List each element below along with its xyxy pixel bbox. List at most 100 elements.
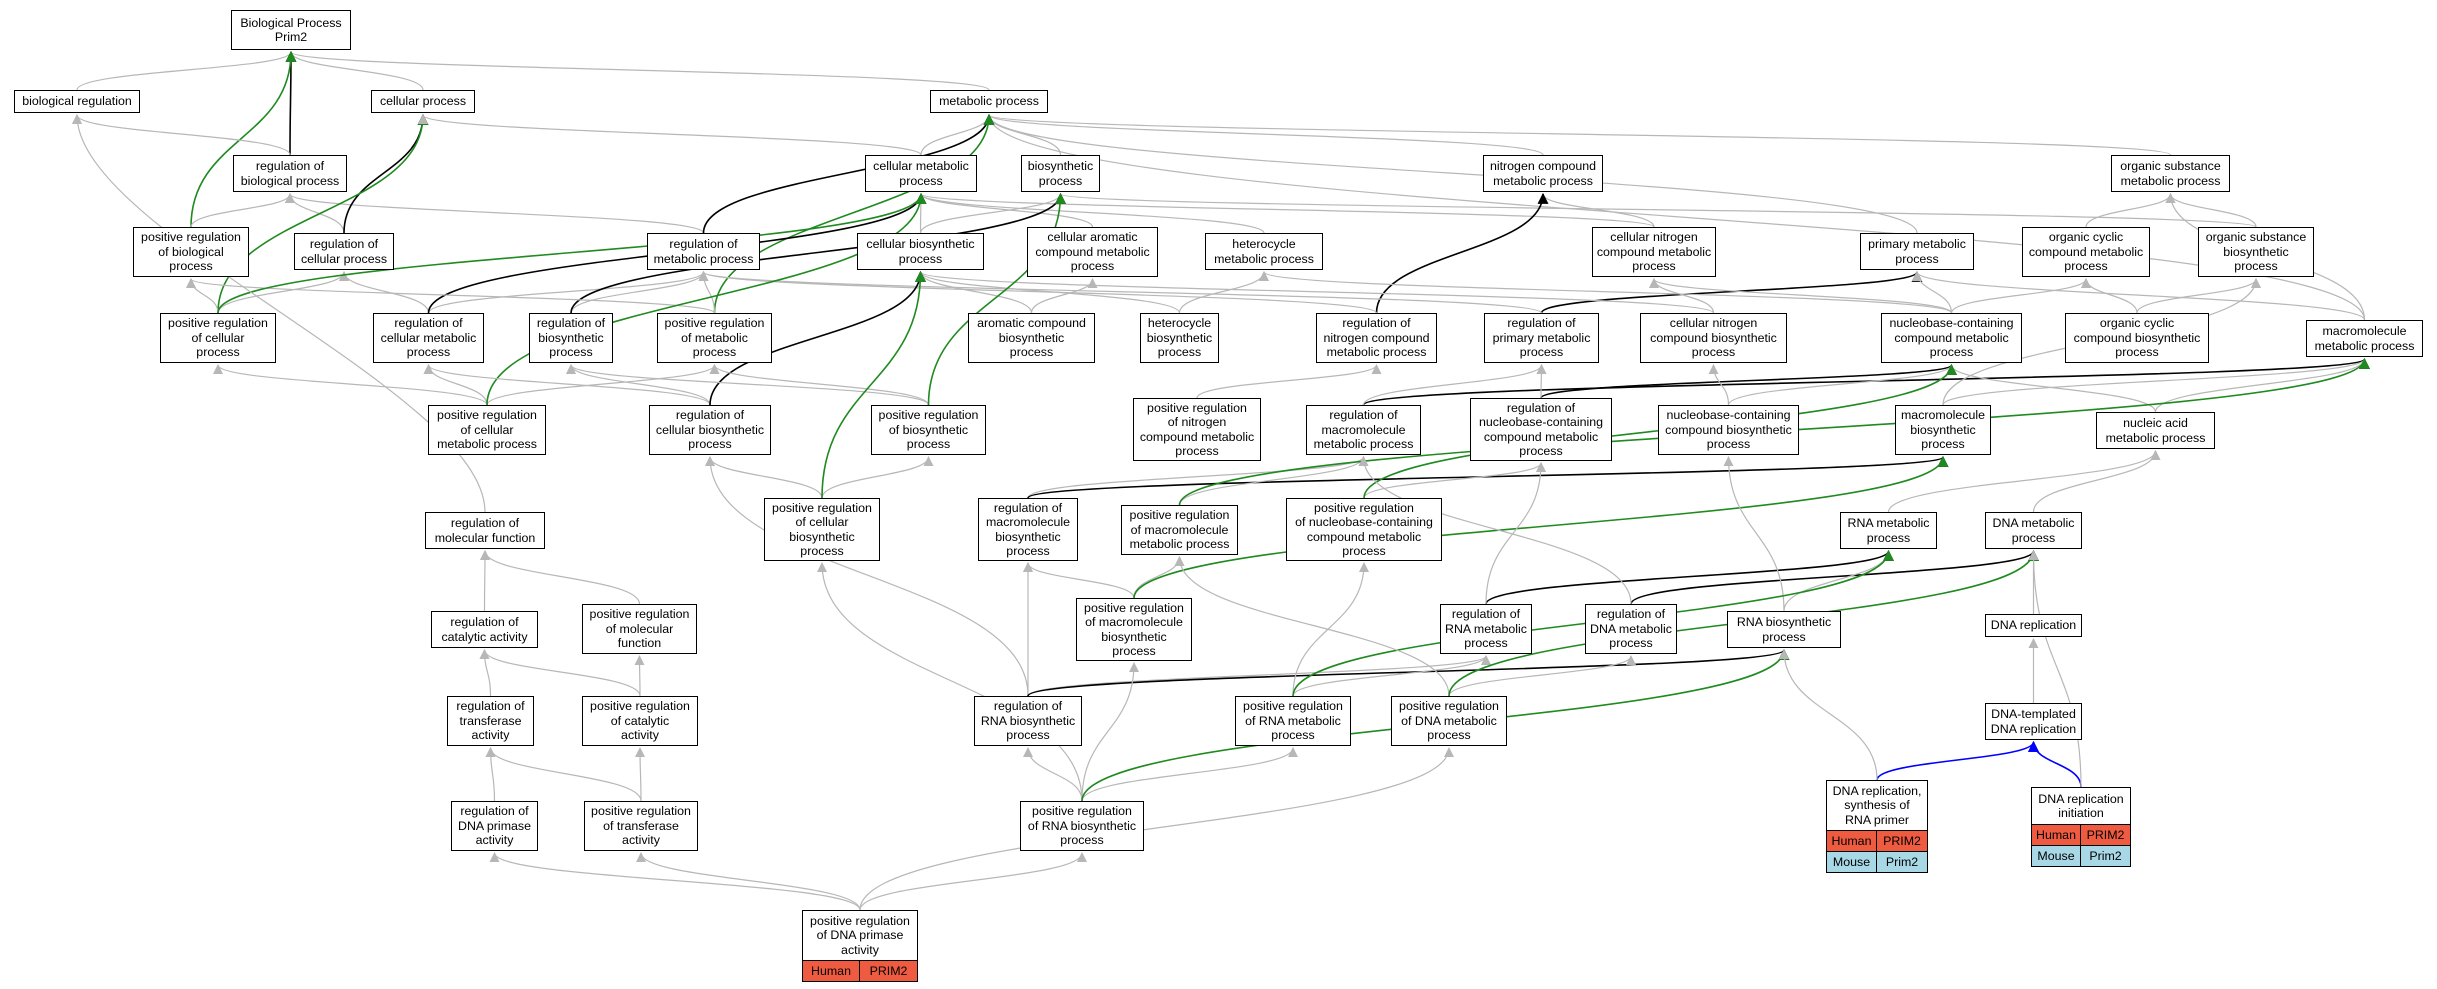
node-positive-regulation-of-biosynthetic-process[interactable]: positive regulation of biosynthetic proc… — [871, 405, 986, 455]
node-regulation-of-nitrogen-compound-metabolic-process[interactable]: regulation of nitrogen compound metaboli… — [1316, 313, 1437, 363]
node-regulation-of-catalytic-activity[interactable]: regulation of catalytic activity — [431, 611, 538, 648]
node-positive-regulation-of-biological-process[interactable]: positive regulation of biological proces… — [133, 227, 249, 277]
edge-regulation-of-primary-metabolic-process-to-regulation-of-metabolic-process — [698, 271, 1543, 314]
node-nitrogen-compound-metabolic-process[interactable]: nitrogen compound metabolic process — [1483, 155, 1603, 192]
node-dna-replication-synthesis-of-rna-primer[interactable]: DNA replication, synthesis of RNA primer — [1826, 780, 1928, 830]
node-cellular-nitrogen-compound-biosynthetic-process[interactable]: cellular nitrogen compound biosynthetic … — [1640, 313, 1787, 363]
node-positive-regulation-of-metabolic-process[interactable]: positive regulation of metabolic process — [657, 313, 772, 363]
node-cellular-aromatic-compound-metabolic-process[interactable]: cellular aromatic compound metabolic pro… — [1027, 227, 1158, 277]
node-regulation-of-dna-metabolic-process[interactable]: regulation of DNA metabolic process — [1585, 604, 1677, 654]
species-cell: Mouse — [1827, 852, 1877, 872]
node-regulation-of-metabolic-process[interactable]: regulation of metabolic process — [647, 233, 760, 270]
node-regulation-of-primary-metabolic-process[interactable]: regulation of primary metabolic process — [1484, 313, 1599, 363]
node-regulation-of-molecular-function[interactable]: regulation of molecular function — [425, 512, 545, 549]
edge-cellular-biosynthetic-process-to-biosynthetic-process — [919, 193, 1066, 234]
edge-cellular-metabolic-process-to-cellular-process — [418, 114, 922, 156]
node-regulation-of-nucleobase-containing-compound-metabolic-process[interactable]: regulation of nucleobase-containing comp… — [1470, 398, 1612, 461]
edge-rna-metabolic-process-to-nucleic-acid-metabolic-process — [1887, 450, 2161, 513]
edge-regulation-of-cellular-biosynthetic-process-to-regulation-of-biosynthetic-process — [566, 364, 711, 406]
node-positive-regulation-of-dna-primase-activity[interactable]: positive regulation of DNA primase activ… — [802, 910, 918, 960]
node-nucleobase-containing-compound-metabolic-process[interactable]: nucleobase-containing compound metabolic… — [1881, 313, 2022, 363]
node-regulation-of-biosynthetic-process[interactable]: regulation of biosynthetic process — [529, 313, 613, 363]
node-positive-regulation-of-molecular-function[interactable]: positive regulation of molecular functio… — [582, 604, 697, 654]
edge-heterocycle-metabolic-process-to-cellular-metabolic-process — [916, 193, 1265, 234]
node-cellular-biosynthetic-process[interactable]: cellular biosynthetic process — [857, 233, 984, 270]
edge-positive-regulation-of-biological-process-to-regulation-of-biological-process — [190, 193, 295, 228]
edge-regulation-of-macromolecule-biosynthetic-process-to-regulation-of-macromolecule-metabolic-process — [1027, 456, 1369, 499]
node-biological-regulation[interactable]: biological regulation — [14, 90, 140, 113]
node-organic-cyclic-compound-metabolic-process[interactable]: organic cyclic compound metabolic proces… — [2022, 227, 2150, 277]
edge-positive-regulation-of-cellular-metabolic-process-to-positive-regulation-of-cellular-process — [213, 364, 488, 406]
edge-positive-regulation-of-cellular-process-to-regulation-of-cellular-process — [217, 271, 349, 314]
node-positive-regulation-of-macromolecule-biosynthetic-process[interactable]: positive regulation of macromolecule bio… — [1076, 598, 1192, 661]
edge-primary-metabolic-process-to-metabolic-process — [984, 114, 1918, 234]
gene-cell: PRIM2 — [1877, 831, 1927, 852]
edge-regulation-of-biological-process-to-root — [285, 50, 297, 156]
edge-regulation-of-biological-process-to-biological-regulation — [72, 114, 291, 156]
node-cellular-metabolic-process[interactable]: cellular metabolic process — [865, 155, 977, 192]
node-positive-regulation-of-cellular-process[interactable]: positive regulation of cellular process — [160, 313, 276, 363]
node-cellular-process[interactable]: cellular process — [371, 90, 475, 113]
node-positive-regulation-of-nucleobase-containing-compound-metabolic-process[interactable]: positive regulation of nucleobase-contai… — [1286, 498, 1442, 561]
node-macromolecule-metabolic-process[interactable]: macromolecule metabolic process — [2306, 320, 2423, 357]
node-regulation-of-transferase-activity[interactable]: regulation of transferase activity — [447, 696, 534, 746]
edge-positive-regulation-of-cellular-process-to-cellular-metabolic-process — [217, 192, 927, 314]
node-heterocycle-biosynthetic-process[interactable]: heterocycle biosynthetic process — [1140, 313, 1219, 363]
node-dna-metabolic-process[interactable]: DNA metabolic process — [1985, 512, 2082, 549]
node-positive-regulation-of-catalytic-activity[interactable]: positive regulation of catalytic activit… — [582, 696, 698, 746]
node-regulation-of-rna-biosynthetic-process[interactable]: regulation of RNA biosynthetic process — [974, 696, 1082, 746]
node-primary-metabolic-process[interactable]: primary metabolic process — [1860, 233, 1974, 270]
node-positive-regulation-of-rna-metabolic-process[interactable]: positive regulation of RNA metabolic pro… — [1235, 696, 1351, 746]
edge-positive-regulation-of-cellular-biosynthetic-process-to-positive-regulation-of-biosynthetic-process — [821, 456, 934, 499]
node-positive-regulation-of-transferase-activity[interactable]: positive regulation of transferase activ… — [584, 801, 698, 851]
node-nucleic-acid-metabolic-process[interactable]: nucleic acid metabolic process — [2096, 412, 2215, 449]
node-macromolecule-biosynthetic-process[interactable]: macromolecule biosynthetic process — [1895, 405, 1991, 455]
node-metabolic-process[interactable]: metabolic process — [930, 90, 1048, 113]
node-regulation-of-macromolecule-metabolic-process[interactable]: regulation of macromolecule metabolic pr… — [1306, 405, 1421, 455]
node-organic-cyclic-compound-biosynthetic-process[interactable]: organic cyclic compound biosynthetic pro… — [2065, 313, 2209, 363]
node-regulation-of-cellular-biosynthetic-process[interactable]: regulation of cellular biosynthetic proc… — [649, 405, 771, 455]
edge-dna-metabolic-process-to-nucleic-acid-metabolic-process — [2032, 450, 2161, 513]
node-rna-metabolic-process[interactable]: RNA metabolic process — [1840, 512, 1937, 549]
node-regulation-of-rna-metabolic-process[interactable]: regulation of RNA metabolic process — [1440, 604, 1532, 654]
node-regulation-of-macromolecule-biosynthetic-process[interactable]: regulation of macromolecule biosynthetic… — [978, 498, 1078, 561]
node-regulation-of-cellular-process[interactable]: regulation of cellular process — [294, 233, 394, 270]
node-positive-regulation-of-macromolecule-metabolic-process[interactable]: positive regulation of macromolecule met… — [1121, 505, 1238, 555]
node-dna-templated-dna-replication[interactable]: DNA-templated DNA replication — [1985, 703, 2082, 740]
node-dna-replication-initiation[interactable]: DNA replication initiation — [2031, 787, 2131, 824]
node-organic-substance-biosynthetic-process[interactable]: organic substance biosynthetic process — [2198, 227, 2314, 277]
node-root[interactable]: Biological Process Prim2 — [231, 10, 351, 50]
edge-organic-cyclic-compound-biosynthetic-process-to-organic-cyclic-compound-metabolic-process — [2081, 278, 2138, 314]
node-nucleobase-containing-compound-biosynthetic-process[interactable]: nucleobase-containing compound biosynthe… — [1658, 405, 1799, 455]
node-positive-regulation-of-nitrogen-compound-metabolic-process[interactable]: positive regulation of nitrogen compound… — [1133, 398, 1261, 461]
edge-rna-biosynthetic-process-to-rna-metabolic-process — [1783, 550, 1894, 612]
node-heterocycle-metabolic-process[interactable]: heterocycle metabolic process — [1205, 233, 1323, 270]
node-positive-regulation-of-dna-metabolic-process[interactable]: positive regulation of DNA metabolic pro… — [1391, 696, 1507, 746]
node-regulation-of-biological-process[interactable]: regulation of biological process — [233, 155, 347, 192]
node-biosynthetic-process[interactable]: biosynthetic process — [1021, 155, 1100, 192]
node-regulation-of-cellular-metabolic-process[interactable]: regulation of cellular metabolic process — [373, 313, 484, 363]
edge-positive-regulation-of-rna-biosynthetic-process-to-positive-regulation-of-cellular-biosynthetic-process — [817, 562, 1083, 802]
node-cellular-nitrogen-compound-metabolic-process[interactable]: cellular nitrogen compound metabolic pro… — [1592, 227, 1716, 277]
node-aromatic-compound-biosynthetic-process[interactable]: aromatic compound biosynthetic process — [968, 313, 1095, 363]
node-regulation-of-dna-primase-activity[interactable]: regulation of DNA primase activity — [451, 801, 538, 851]
node-positive-regulation-of-rna-biosynthetic-process[interactable]: positive regulation of RNA biosynthetic … — [1020, 801, 1144, 851]
edge-positive-regulation-of-cellular-biosynthetic-process-to-cellular-biosynthetic-process — [821, 270, 926, 499]
node-rna-biosynthetic-process[interactable]: RNA biosynthetic process — [1727, 611, 1841, 648]
edge-nucleobase-containing-compound-metabolic-process-to-primary-metabolic-process — [1912, 271, 1953, 314]
edge-regulation-of-rna-metabolic-process-to-rna-metabolic-process — [1485, 549, 1894, 605]
node-positive-regulation-of-cellular-biosynthetic-process[interactable]: positive regulation of cellular biosynth… — [764, 498, 880, 561]
edge-cellular-process-to-root — [286, 51, 424, 91]
edge-regulation-of-primary-metabolic-process-to-primary-metabolic-process — [1540, 270, 1923, 314]
edge-positive-regulation-of-dna-metabolic-process-to-regulation-of-dna-metabolic-process — [1448, 655, 1636, 697]
edge-positive-regulation-of-nucleobase-containing-compound-metabolic-process-to-regulation-of-nucleobase-containing-compound-metabolic-process — [1363, 462, 1546, 499]
node-positive-regulation-of-cellular-metabolic-process[interactable]: positive regulation of cellular metaboli… — [428, 405, 546, 455]
node-organic-substance-metabolic-process[interactable]: organic substance metabolic process — [2111, 155, 2230, 192]
gene-cell: Prim2 — [2081, 846, 2130, 866]
node-dna-replication[interactable]: DNA replication — [1985, 614, 2082, 637]
edge-positive-regulation-of-rna-metabolic-process-to-positive-regulation-of-nucleobase-containing-compound-metabolic-process — [1292, 562, 1369, 697]
gene-cell: PRIM2 — [2081, 825, 2130, 846]
edge-regulation-of-biosynthetic-process-to-regulation-of-metabolic-process — [570, 271, 709, 314]
edge-regulation-of-dna-metabolic-process-to-regulation-of-macromolecule-metabolic-process — [1358, 456, 1632, 605]
